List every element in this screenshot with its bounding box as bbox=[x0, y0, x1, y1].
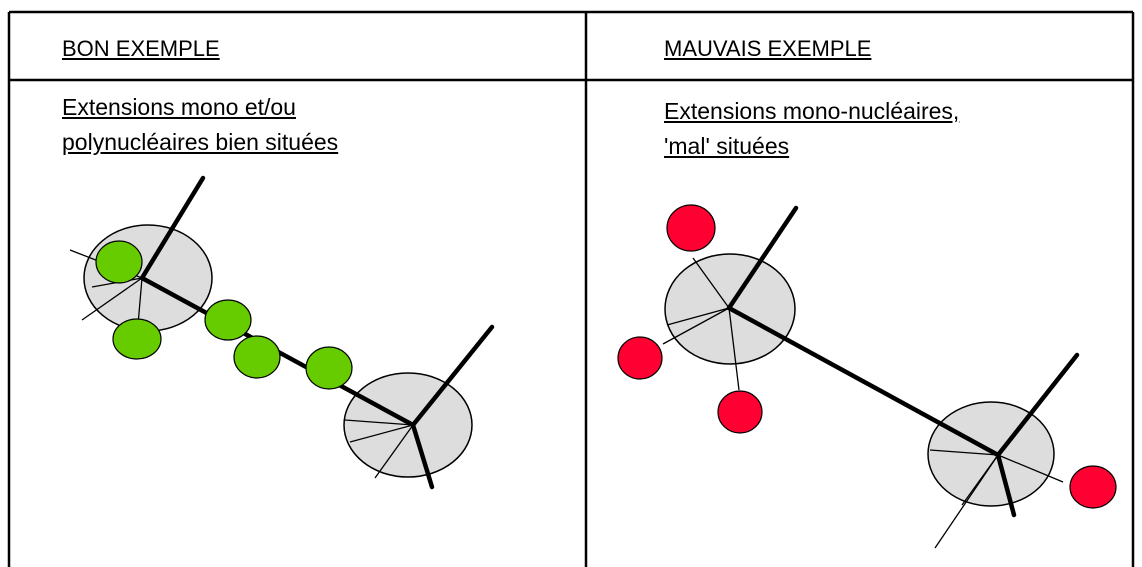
bad-bond-down-2 bbox=[995, 452, 1017, 518]
bad-node-2-thin-branches bbox=[929, 449, 1064, 549]
good-description-line-2: polynucléaires bien situées bbox=[62, 129, 339, 155]
red-extension-4 bbox=[1069, 465, 1117, 509]
red-extension-1 bbox=[666, 204, 716, 252]
green-extension-2 bbox=[112, 318, 162, 360]
red-extension-2 bbox=[617, 336, 663, 380]
bad-thick-bonds bbox=[726, 205, 1080, 518]
bad-description-line-2: 'mal' situées bbox=[664, 133, 790, 159]
bad-node-1-thin-branches bbox=[662, 257, 740, 391]
good-example-description: Extensions mono et/ou polynucléaires bie… bbox=[62, 90, 338, 160]
bad-bond-up-2 bbox=[995, 352, 1080, 458]
green-extension-4 bbox=[233, 335, 281, 379]
red-extension-3 bbox=[717, 390, 763, 434]
good-bond-up-2 bbox=[410, 324, 495, 428]
bad-description-line-1: Extensions mono-nucléaires, bbox=[664, 98, 960, 124]
good-node-2-thin-branches bbox=[344, 419, 414, 479]
good-example-header: BON EXEMPLE bbox=[62, 36, 220, 61]
bad-extensions bbox=[617, 204, 1117, 509]
green-extension-3 bbox=[204, 299, 252, 341]
good-description-line-1: Extensions mono et/ou bbox=[62, 94, 296, 120]
green-extension-1 bbox=[95, 240, 143, 284]
green-extension-5 bbox=[305, 346, 353, 390]
bad-example-header: MAUVAIS EXEMPLE bbox=[664, 36, 872, 61]
bad-example-description: Extensions mono-nucléaires, 'mal' située… bbox=[664, 94, 959, 164]
good-example-diagram bbox=[69, 175, 495, 490]
table-borders bbox=[7, 10, 1135, 567]
good-bond-up-1 bbox=[139, 175, 206, 281]
good-bond-down-2 bbox=[410, 422, 435, 490]
good-extensions bbox=[95, 240, 353, 390]
bad-bond-up-1 bbox=[726, 205, 799, 311]
bad-main-bond bbox=[726, 305, 1001, 458]
bad-example-diagram bbox=[617, 204, 1117, 549]
